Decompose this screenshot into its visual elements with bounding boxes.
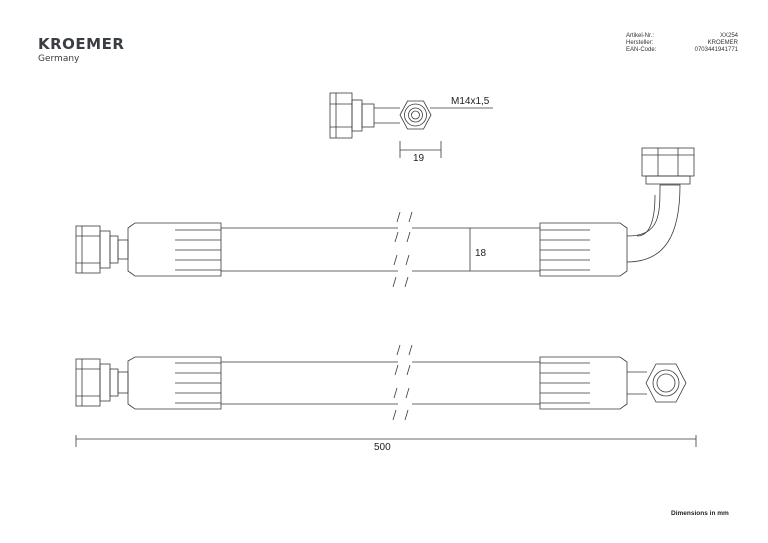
length-dimension (75, 435, 697, 447)
elbow-hex-top-view (645, 363, 687, 403)
info-row-manufacturer: Hersteller: KROEMER (626, 40, 738, 47)
info-row-ean: EAN-Code: 0703441941771 (626, 47, 738, 54)
left-crimp-sleeve-bottom (127, 356, 222, 410)
brand-name: KROEMER (38, 35, 125, 53)
info-value: 0703441941771 (694, 47, 738, 53)
hose-top-view (75, 344, 687, 421)
left-crimp-sleeve (127, 222, 222, 277)
thread-label: M14x1,5 (451, 96, 490, 107)
info-value: KROEMER (707, 40, 738, 46)
right-crimp-sleeve (539, 222, 628, 277)
info-value: XX254 (719, 33, 738, 39)
hose-side-view-elbow (75, 147, 695, 288)
units-note: Dimensions in mm (671, 510, 729, 517)
nut-width-label: 19 (413, 153, 425, 164)
brand-logo: KROEMER Germany (38, 36, 124, 64)
info-label: Hersteller: (626, 40, 654, 46)
elbow-bend (626, 184, 681, 263)
elbow-nut (641, 147, 695, 177)
nut-side-body (329, 92, 353, 139)
nut-detail-view (329, 92, 493, 158)
info-label: Artikel-Nr.: (626, 33, 655, 39)
info-label: EAN-Code: (626, 47, 657, 53)
hose-diameter-label: 18 (475, 248, 487, 259)
brand-subtitle: Germany (38, 54, 80, 64)
left-nut (75, 225, 101, 274)
info-row-article: Artikel-Nr.: XX254 (626, 33, 738, 40)
hex-nut-end-view (399, 100, 432, 130)
article-info-block: Artikel-Nr.: XX254 Hersteller: KROEMER E… (626, 33, 738, 54)
right-crimp-sleeve-bottom (539, 356, 628, 410)
length-label: 500 (374, 442, 391, 453)
left-nut-bottom (75, 358, 101, 407)
